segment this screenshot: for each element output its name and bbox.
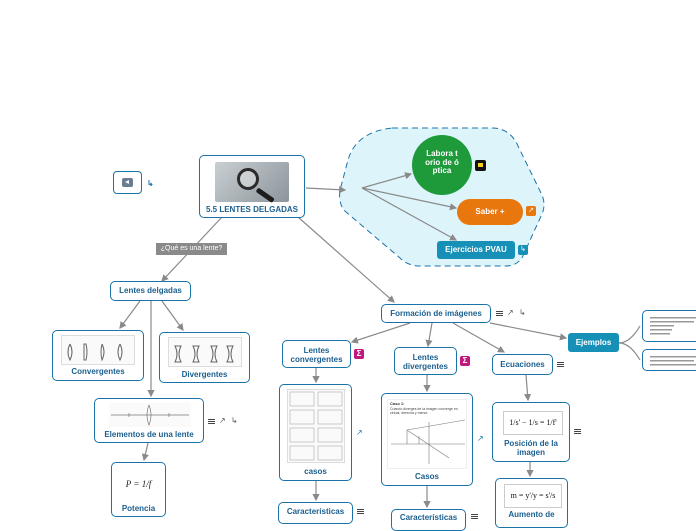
aumento-formula: m = y'/y = s'/s bbox=[504, 484, 562, 508]
convergentes-sigma-icon[interactable]: Σ bbox=[354, 349, 364, 359]
formacion-link-icon[interactable]: ↗ bbox=[507, 308, 514, 317]
ejemplo-2-text-thumbnail bbox=[650, 356, 696, 366]
ejercicios-node[interactable]: Ejercicios PVAU bbox=[437, 241, 515, 259]
casos-divergentes-image: Caso 1: Cuando diverges de la imagen con… bbox=[387, 399, 467, 469]
casos-divergentes-node[interactable]: Caso 1: Cuando diverges de la imagen con… bbox=[381, 393, 473, 486]
lentes-divergentes-node[interactable]: Lentes divergentes bbox=[394, 347, 457, 375]
ejemplo-2-node[interactable] bbox=[642, 349, 696, 371]
convergent-lenses-icon bbox=[67, 343, 123, 362]
formacion-sub-icon[interactable]: ↳ bbox=[519, 308, 526, 317]
ejemplo-1-text-thumbnail bbox=[650, 317, 696, 335]
convergent-cases-diagrams bbox=[289, 391, 343, 461]
ecuaciones-label: Ecuaciones bbox=[500, 360, 545, 369]
divergentes-lens-image bbox=[168, 337, 242, 367]
elementos-notes-icon[interactable] bbox=[208, 418, 215, 425]
casos-divergentes-label: Casos bbox=[414, 472, 439, 481]
divergentes-sigma-icon[interactable]: Σ bbox=[460, 356, 470, 366]
ecuaciones-node[interactable]: Ecuaciones bbox=[492, 354, 553, 375]
magnifier-image bbox=[215, 162, 289, 204]
ejemplo-1-node[interactable] bbox=[642, 310, 696, 342]
posicion-notes-icon[interactable] bbox=[574, 428, 581, 435]
lentes-convergentes-node[interactable]: Lentes convergentes bbox=[282, 340, 351, 368]
saber-node[interactable]: Saber + bbox=[457, 199, 523, 225]
casos-convergentes-label: casos bbox=[304, 467, 327, 476]
lentes-convergentes-label: Lentes convergentes bbox=[290, 346, 343, 364]
casos-convergentes-image bbox=[287, 389, 345, 463]
aumento-node[interactable]: m = y'/y = s'/s Aumento de bbox=[495, 478, 568, 528]
back-arrow-icon bbox=[122, 178, 133, 187]
ejercicios-label: Ejercicios PVAU bbox=[445, 245, 507, 254]
casos-convergentes-link-icon[interactable]: ↗ bbox=[356, 428, 363, 437]
formacion-notes-icon[interactable] bbox=[496, 310, 503, 317]
divergentes-label: Divergentes bbox=[181, 370, 228, 379]
div-caso-title: Caso 1: bbox=[390, 401, 405, 406]
lens-elements-diagram bbox=[111, 404, 189, 426]
potencia-node[interactable]: P = 1/f Potencia bbox=[111, 462, 166, 517]
ejemplos-node[interactable]: Ejemplos bbox=[568, 333, 619, 352]
caracteristicas-divergentes-label: Características bbox=[399, 513, 458, 522]
posicion-node[interactable]: 1/s' − 1/s = 1/f' Posición de la imagen bbox=[492, 402, 570, 462]
back-link-icon[interactable]: ↳ bbox=[147, 179, 154, 188]
caracteristicas-divergentes-notes-icon[interactable] bbox=[471, 513, 478, 520]
formacion-node[interactable]: Formación de imágenes bbox=[381, 304, 491, 323]
convergentes-node[interactable]: Convergentes bbox=[52, 330, 144, 381]
lentes-delgadas-node[interactable]: Lentes delgadas bbox=[110, 281, 191, 301]
divergentes-node[interactable]: Divergentes bbox=[159, 332, 250, 383]
caracteristicas-convergentes-notes-icon[interactable] bbox=[357, 508, 364, 515]
formacion-label: Formación de imágenes bbox=[390, 309, 482, 318]
potencia-formula: P = 1/f bbox=[125, 479, 152, 489]
ejemplos-label: Ejemplos bbox=[575, 338, 612, 347]
convergentes-label: Convergentes bbox=[71, 367, 125, 376]
laboratorio-label: Labora torio de óptica bbox=[425, 149, 459, 175]
lentes-divergentes-label: Lentes divergentes bbox=[403, 353, 448, 371]
lentes-delgadas-label: Lentes delgadas bbox=[119, 286, 182, 295]
ecuaciones-notes-icon[interactable] bbox=[557, 361, 564, 368]
saber-label: Saber + bbox=[475, 207, 505, 216]
casos-divergentes-link-icon[interactable]: ↗ bbox=[477, 434, 484, 443]
connector-label: ¿Qué es una lente? bbox=[156, 243, 227, 255]
casos-convergentes-node[interactable]: casos bbox=[279, 384, 352, 481]
elementos-node[interactable]: Elementos de una lente bbox=[94, 398, 204, 443]
ejercicios-link-icon[interactable]: ↳ bbox=[518, 245, 528, 255]
caracteristicas-convergentes-node[interactable]: Características bbox=[278, 502, 353, 524]
elementos-sub-icon[interactable]: ↳ bbox=[231, 416, 238, 425]
posicion-formula: 1/s' − 1/s = 1/f' bbox=[503, 411, 563, 435]
div-caso-text: Cuando diverges de la imagen converge en… bbox=[390, 407, 458, 415]
convergentes-lens-image bbox=[61, 335, 135, 365]
laboratorio-node[interactable]: Labora torio de óptica bbox=[412, 135, 472, 195]
divergent-case-diagram bbox=[391, 419, 466, 464]
group-blob bbox=[339, 127, 545, 267]
potencia-label: Potencia bbox=[121, 504, 156, 513]
root-label: 5.5 LENTES DELGADAS bbox=[205, 205, 298, 214]
elementos-link-icon[interactable]: ↗ bbox=[219, 416, 226, 425]
divergent-lenses-icon bbox=[174, 345, 234, 363]
back-button[interactable] bbox=[113, 171, 142, 194]
elementos-label: Elementos de una lente bbox=[104, 430, 194, 439]
elementos-diagram-image bbox=[109, 403, 191, 427]
caracteristicas-divergentes-node[interactable]: Características bbox=[391, 509, 466, 531]
laboratorio-badge-icon[interactable] bbox=[475, 160, 486, 171]
saber-link-icon[interactable]: ↗ bbox=[526, 206, 536, 216]
connector-lines bbox=[119, 127, 641, 509]
posicion-label: Posición de la imagen bbox=[504, 439, 558, 457]
root-node[interactable]: 5.5 LENTES DELGADAS bbox=[199, 155, 305, 218]
aumento-label: Aumento de bbox=[508, 510, 555, 519]
caracteristicas-convergentes-label: Características bbox=[286, 507, 345, 516]
